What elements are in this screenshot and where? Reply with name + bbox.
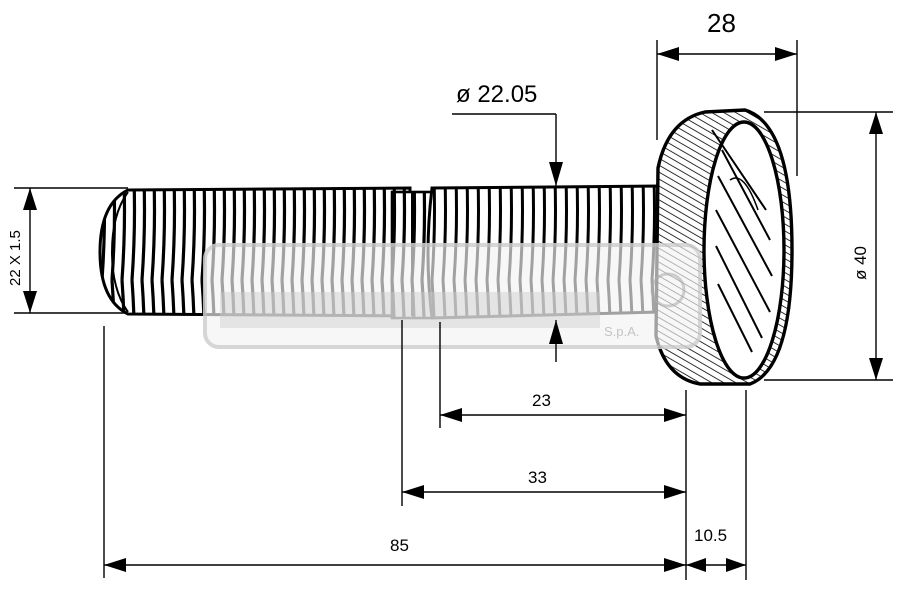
arrow-up	[869, 112, 883, 134]
arrow-right	[664, 558, 686, 572]
arrow-left	[657, 47, 679, 61]
label-head-diameter: ø 40	[851, 246, 870, 280]
dim-thread-spec: 22 X 1.5	[7, 187, 128, 314]
arrow-up	[23, 188, 37, 210]
dim-shank-length: 33	[402, 468, 686, 499]
watermark: S.p.A.	[203, 243, 702, 349]
dim-head-thickness: 10.5	[686, 526, 746, 572]
arrow-right-into-head	[686, 558, 706, 572]
arrow-right	[664, 485, 686, 499]
arrow-left	[440, 408, 462, 422]
watermark-logo-block	[220, 292, 600, 328]
label-knurl-length: 23	[532, 391, 551, 410]
label-head-width: 28	[707, 8, 736, 38]
head-face-highlight	[729, 177, 759, 211]
arrow-up	[549, 320, 563, 344]
watermark-registered-mark	[650, 272, 686, 308]
arrow-right	[664, 408, 686, 422]
arrow-down	[549, 162, 563, 186]
arrow-left	[402, 485, 424, 499]
arrow-down	[869, 358, 883, 380]
arrow-down	[23, 291, 37, 313]
arrow-left	[104, 558, 126, 572]
watermark-company-suffix: S.p.A.	[604, 324, 639, 339]
dim-knurl-length: 23	[440, 391, 686, 422]
dim-head-width: 28	[656, 8, 798, 176]
head-face-shading	[711, 129, 773, 353]
arrow-right	[775, 47, 797, 61]
thread-end-chamfer	[110, 191, 129, 313]
label-head-thickness: 10.5	[694, 526, 727, 545]
label-neck-diameter: ø 22.05	[456, 81, 537, 108]
dim-total-length: 85	[104, 536, 686, 572]
arrow-right	[726, 558, 746, 572]
bolt-head-face	[702, 120, 786, 380]
label-total-length: 85	[390, 536, 409, 555]
dim-neck-diameter: ø 22.05	[452, 81, 563, 362]
label-thread-spec: 22 X 1.5	[7, 230, 24, 286]
label-shank-length: 33	[528, 468, 547, 487]
dim-head-diameter: ø 40	[764, 111, 893, 381]
extension-lines	[103, 320, 747, 580]
